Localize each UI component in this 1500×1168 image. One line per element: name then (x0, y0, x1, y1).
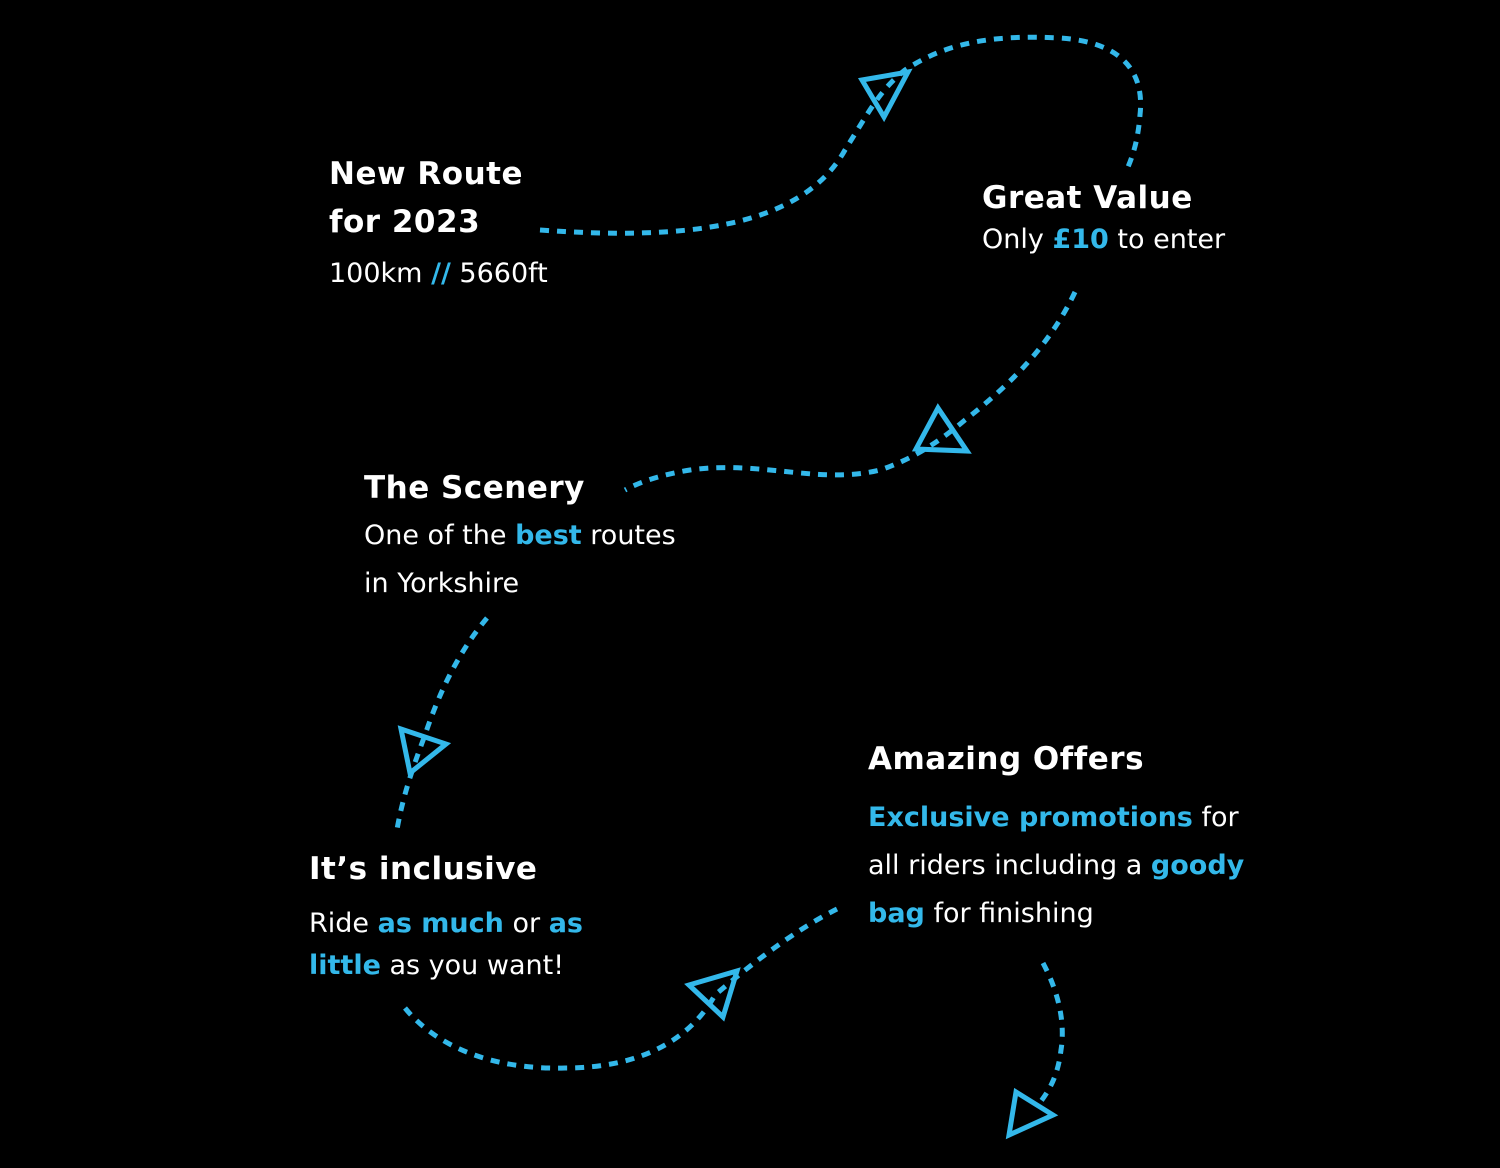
feature-title: Great Value (982, 180, 1193, 216)
description-highlight: goody (1150, 850, 1245, 881)
feature-new-route: New Route for 2023 100km // 5660ft (329, 150, 548, 294)
description-text: One of the (364, 520, 507, 551)
route-stats: 100km // 5660ft (329, 254, 548, 294)
description-text: for finishing (933, 898, 1094, 929)
description-text: Ride (309, 908, 370, 939)
triangle-arrow-icon (911, 403, 972, 454)
description-text: routes (590, 520, 676, 551)
description-text: in Yorkshire (364, 568, 520, 599)
triangle-arrow-icon (684, 967, 741, 1022)
price-highlight: £10 (1052, 224, 1109, 255)
description-highlight: best (515, 520, 582, 551)
route-segment-5 (1036, 961, 1065, 1107)
title-line: for 2023 (329, 204, 481, 240)
triangle-arrow-icon (1005, 1087, 1059, 1140)
route-segment-2 (623, 290, 1078, 493)
description-text: or (512, 908, 541, 939)
feature-scenery: The Scenery One of the best routes in Yo… (364, 464, 676, 608)
feature-title: Amazing Offers (868, 741, 1145, 777)
distance-value: 100km (329, 258, 423, 289)
route-segment-1 (539, 34, 1144, 236)
description-highlight: bag (868, 898, 925, 929)
description-text: all riders including a (868, 850, 1143, 881)
description-highlight: Exclusive promotions (868, 802, 1193, 833)
description-text: as you want! (389, 950, 565, 981)
feature-description: Exclusive promotions for all riders incl… (868, 794, 1244, 938)
description-text: Only (982, 224, 1044, 255)
feature-title: The Scenery (364, 470, 585, 506)
feature-title: It’s inclusive (309, 851, 538, 887)
title-line: New Route (329, 156, 523, 192)
feature-description: One of the best routes in Yorkshire (364, 512, 676, 608)
elevation-value: 5660ft (459, 258, 548, 289)
feature-inclusive: It’s inclusive Ride as much or as little… (309, 845, 583, 987)
stats-separator: // (431, 258, 451, 289)
feature-offers: Amazing Offers Exclusive promotions for … (868, 735, 1244, 938)
description-text: to enter (1117, 224, 1226, 255)
route-segment-4 (403, 906, 839, 1071)
route-segment-3 (393, 616, 489, 836)
feature-great-value: Great Value Only £10 to enter (982, 174, 1225, 262)
description-highlight: as (548, 908, 583, 939)
description-highlight: as much (377, 908, 504, 939)
feature-description: Ride as much or as little as you want! (309, 903, 583, 987)
description-text: for (1201, 802, 1239, 833)
triangle-arrow-icon (397, 725, 452, 778)
description-highlight: little (309, 950, 381, 981)
feature-title: New Route for 2023 (329, 150, 548, 246)
feature-description: Only £10 to enter (982, 218, 1225, 262)
triangle-arrow-icon (857, 68, 913, 123)
